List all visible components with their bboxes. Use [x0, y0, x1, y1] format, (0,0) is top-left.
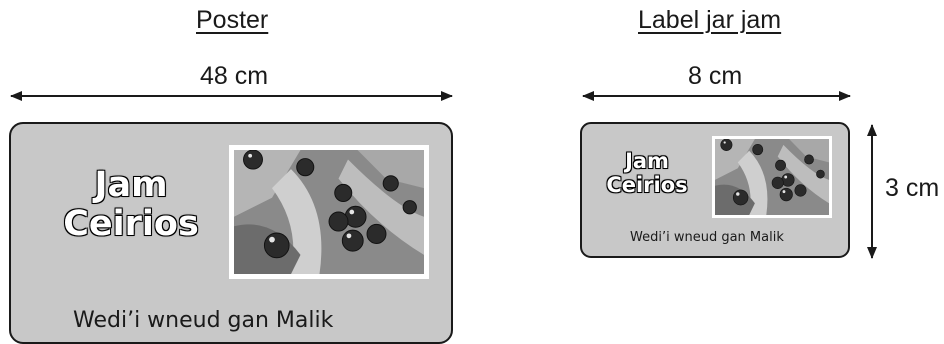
poster-maker-text: Wedi’i wneud gan Malik [73, 308, 334, 333]
label-maker-text: Wedi’i wneud gan Malik [630, 230, 784, 245]
label-width-label: 8 cm [688, 62, 743, 90]
label-heading: Label jar jam [638, 6, 782, 34]
cherries-photo-icon [715, 139, 829, 215]
label-photo [712, 136, 832, 218]
poster-card: Jam Ceirios [9, 122, 453, 344]
label-title: Jam Ceirios [592, 149, 702, 197]
poster-width-label: 48 cm [200, 62, 269, 90]
label-title-line1: Jam [625, 149, 670, 173]
poster-title-line2: Ceirios [63, 204, 200, 245]
label-card: Jam Ceirios [580, 122, 850, 258]
poster-title: Jam Ceirios [51, 165, 211, 245]
label-height-label: 3 cm [885, 174, 940, 202]
poster-title-line1: Jam [94, 165, 168, 206]
poster-photo [229, 145, 429, 279]
poster-heading: Poster [196, 6, 269, 34]
label-title-line2: Ceirios [606, 172, 688, 197]
cherries-photo-icon [234, 150, 424, 274]
